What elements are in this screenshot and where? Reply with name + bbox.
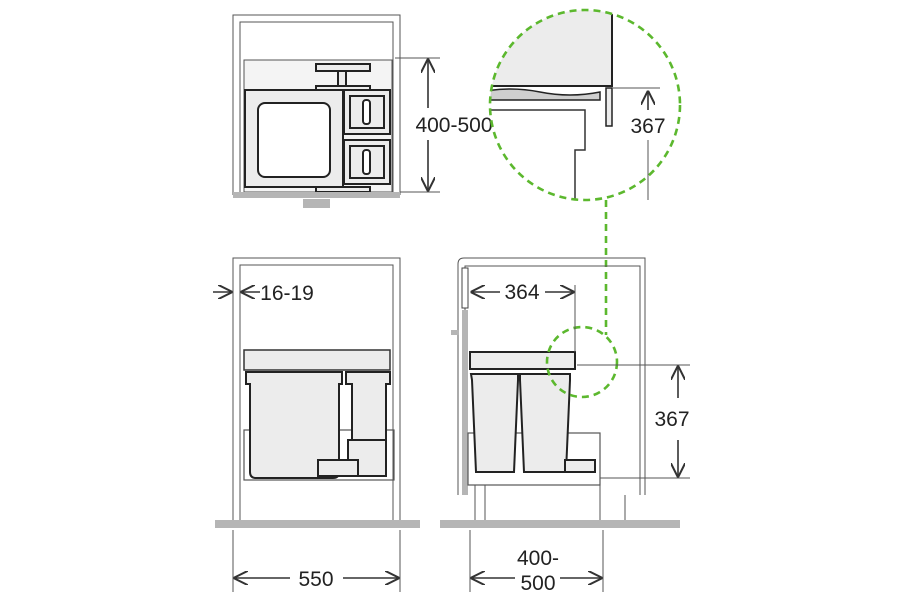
- front-view: 16-19 550: [213, 257, 420, 592]
- bin-height-label: 367: [654, 408, 689, 431]
- side-gap-label: 16-19: [260, 282, 314, 305]
- detail-view: 367: [488, 8, 682, 335]
- top-view: 400-500: [232, 14, 493, 208]
- depth-label-line1: 400-: [517, 547, 559, 570]
- depth-range-label: 400-500: [415, 114, 492, 137]
- depth-label-line2: 500: [520, 572, 555, 595]
- width-label: 550: [298, 568, 333, 591]
- bin-width-label: 364: [504, 281, 539, 304]
- side-view: 364 367 400- 500: [440, 257, 690, 595]
- detail-height-label: 367: [630, 115, 665, 138]
